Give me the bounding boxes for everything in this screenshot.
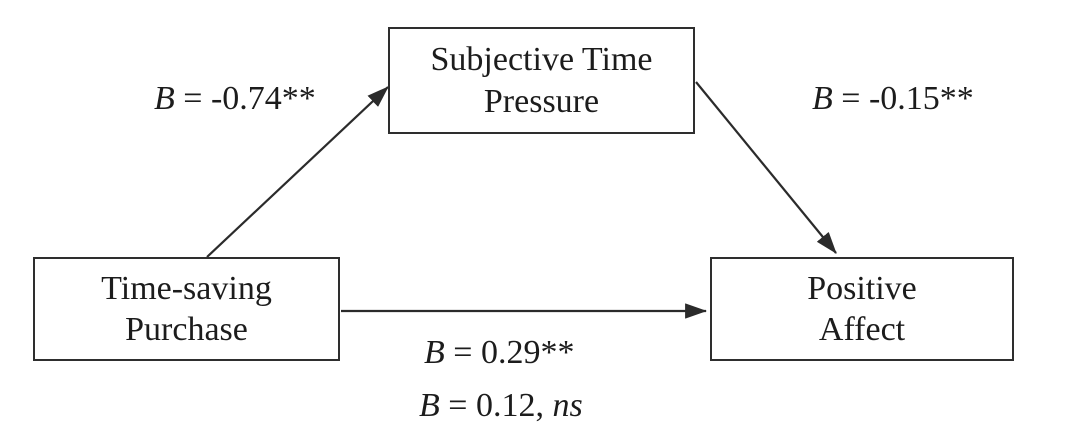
mediator-box-label-line2: Pressure — [483, 82, 600, 120]
a-path-coefficient-label: B = -0.74** — [154, 79, 316, 120]
outcome-box: Positive Affect — [710, 257, 1014, 361]
predictor-box: Time-saving Purchase — [33, 257, 340, 361]
a-path-coef-value: = -0.74** — [174, 80, 316, 117]
b-path-coef-value: = -0.15** — [832, 80, 974, 117]
b-path-coefficient-label: B = -0.15** — [812, 79, 974, 120]
predictor-box-label-line2: Purchase — [125, 311, 248, 348]
mediator-box: Subjective Time Pressure — [388, 27, 695, 134]
predictor-box-label-line1: Time-saving — [101, 269, 272, 307]
c-path-coef-symbol: B — [424, 334, 445, 371]
c-path-coef-value: = 0.29** — [444, 334, 575, 371]
outcome-box-label-line1: Positive — [807, 269, 917, 307]
b-path-arrow — [695, 81, 837, 254]
a-path-arrow — [206, 86, 389, 258]
b-path-coef-symbol: B — [812, 80, 833, 117]
a-path-coef-symbol: B — [154, 80, 175, 117]
c-prime-path-coefficient-label: B = 0.12, ns — [419, 386, 583, 427]
c-prime-path-coef-value: = 0.12, — [439, 387, 553, 424]
c-prime-path-coef-symbol: B — [419, 387, 440, 424]
c-prime-path-ns-label: ns — [552, 387, 583, 424]
mediator-box-label-line1: Subjective Time — [430, 41, 653, 79]
outcome-box-label-line2: Affect — [818, 311, 906, 348]
c-path-coefficient-label: B = 0.29** — [424, 333, 574, 374]
